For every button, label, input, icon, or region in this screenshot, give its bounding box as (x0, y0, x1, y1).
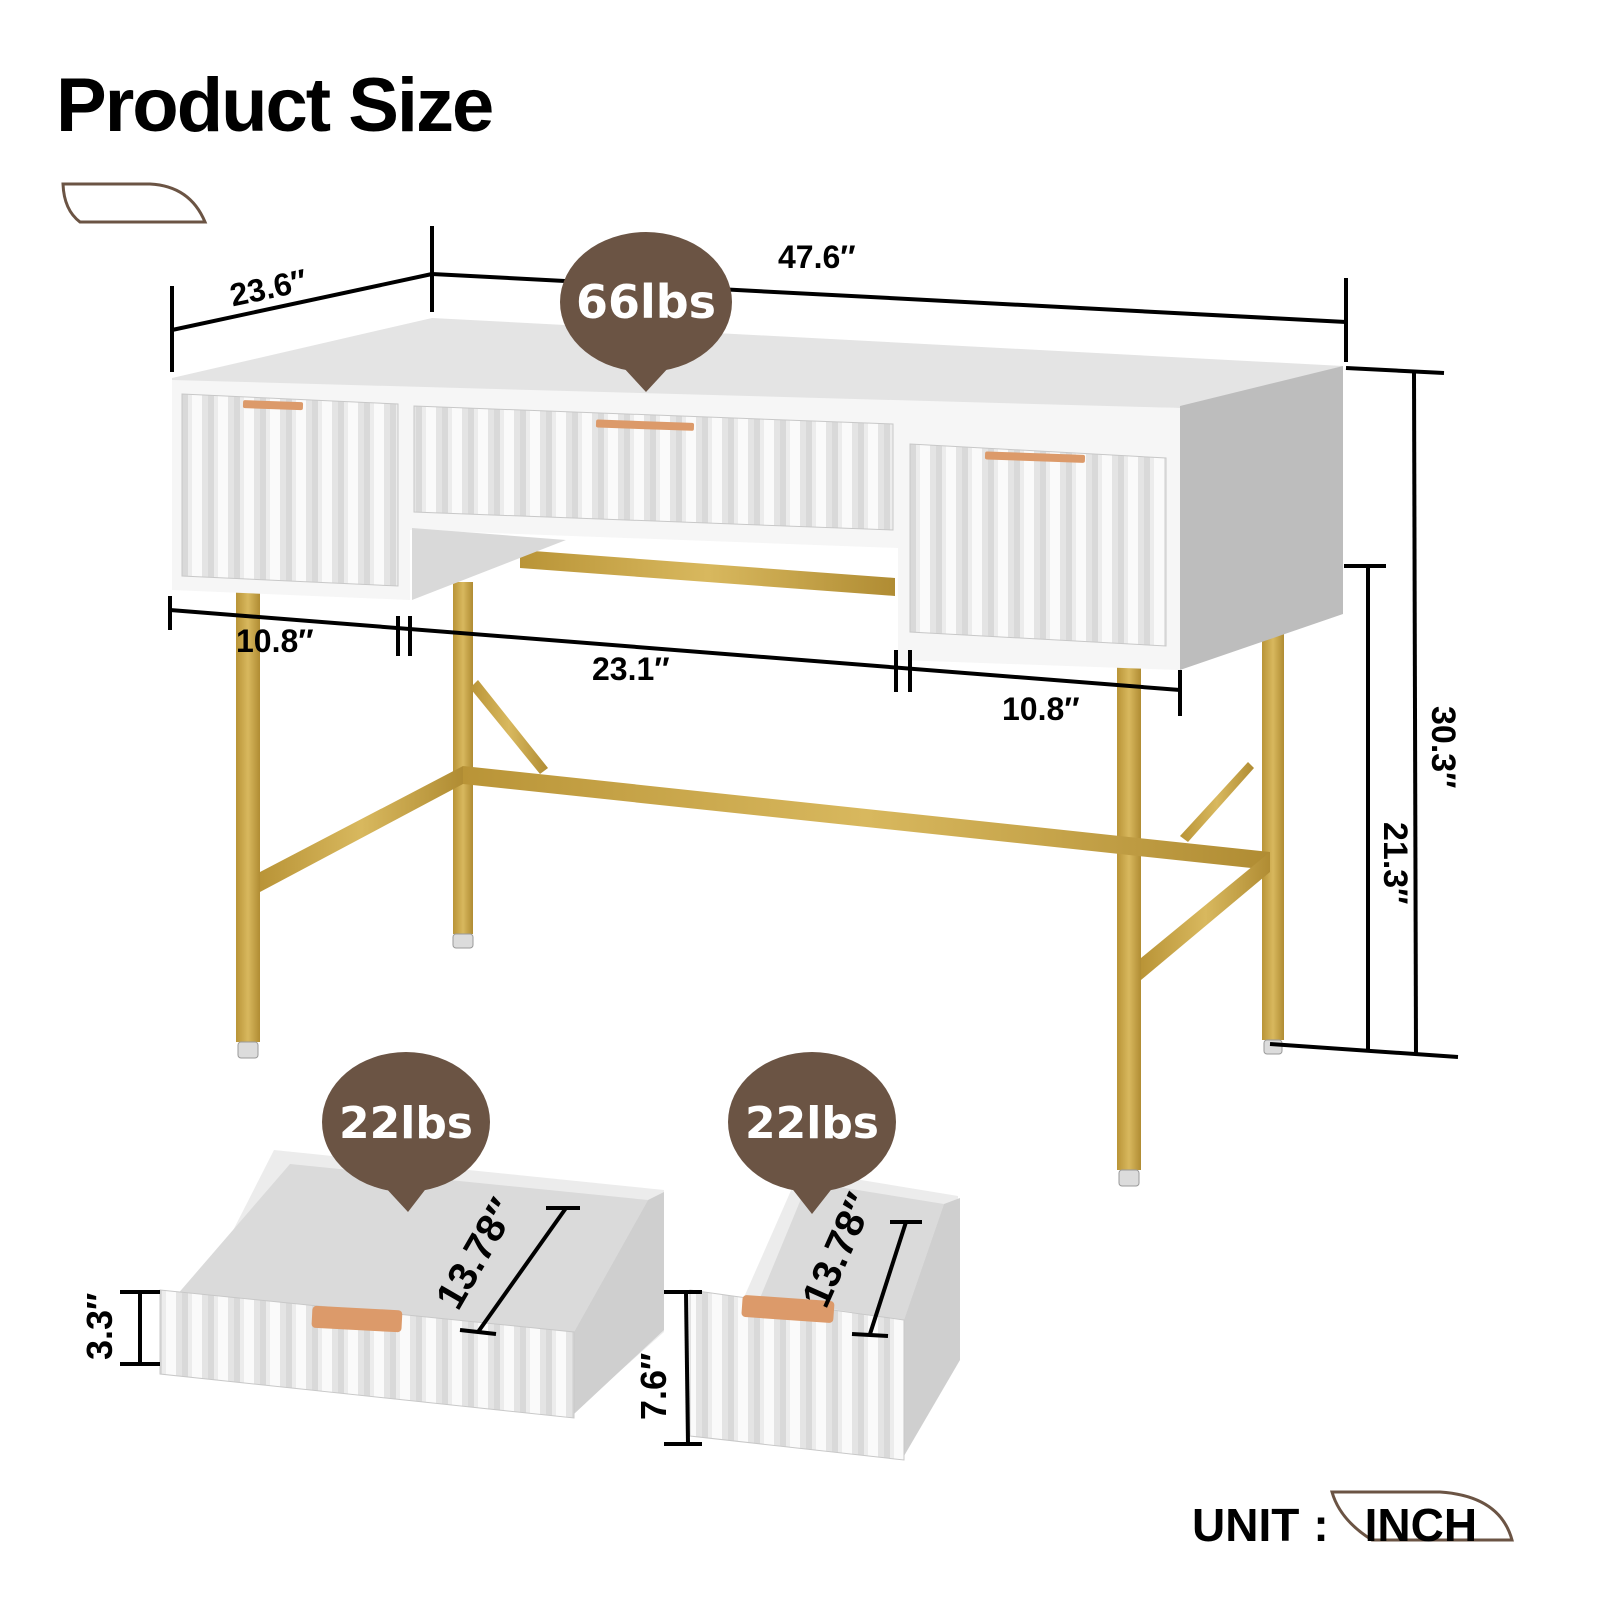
right-drawer-front (909, 443, 1167, 647)
center-drawer-handle (595, 419, 695, 431)
center-drawer-illustration (159, 1150, 664, 1419)
center-drawer-front-fluted (159, 1289, 575, 1419)
desk-weight-badge: 66lbs (560, 232, 732, 392)
unit-separator: : (1313, 1499, 1329, 1551)
desktop-top (172, 318, 1343, 408)
desk-total-height-label: 30.3″ (1424, 706, 1462, 788)
center-drawer-open-handle (311, 1305, 403, 1333)
unit-value: INCH (1364, 1499, 1478, 1551)
center-drawer-height-label: 3.3″ (79, 1293, 120, 1360)
desk-illustration (172, 318, 1343, 1187)
gold-frame (236, 550, 1284, 1170)
left-drawer-width-label: 10.8″ (236, 623, 314, 659)
side-drawer-weight-text: 22lbs (745, 1098, 879, 1149)
left-drawer-handle (242, 400, 304, 411)
side-drawer-height-label: 7.6″ (633, 1353, 674, 1420)
side-drawer-weight-badge: 22lbs (728, 1052, 896, 1214)
unit-label: UNIT (1192, 1499, 1300, 1551)
center-drawer-weight-text: 22lbs (339, 1098, 473, 1149)
side-drawer-dimension-lines (664, 1220, 922, 1446)
left-drawer-front (181, 393, 399, 587)
side-drawer-illustration (689, 1170, 960, 1461)
desk-side-panel (1180, 366, 1343, 670)
desk-clearance-height-label: 21.3″ (1376, 822, 1414, 904)
center-drawer-front (413, 405, 894, 531)
page-title: Product Size (56, 63, 494, 148)
center-drawer-weight-badge: 22lbs (322, 1052, 490, 1212)
leveling-feet (237, 933, 1283, 1187)
center-drawer-dimension-lines (120, 1206, 580, 1366)
right-drawer-width-label: 10.8″ (1002, 691, 1080, 727)
knee-space (412, 528, 566, 600)
desk-weight-text: 66lbs (576, 275, 716, 329)
desk-depth-label: 23.6″ (227, 262, 310, 313)
right-drawer-handle (984, 451, 1086, 463)
desk-width-label: 47.6″ (778, 239, 856, 275)
middle-opening-width-label: 23.1″ (592, 651, 670, 687)
unit-indicator: UNIT : INCH (1192, 1498, 1483, 1552)
side-drawer-open-handle (741, 1295, 835, 1323)
title-decor-shape (61, 182, 208, 224)
unit-decor-shape (1330, 1490, 1514, 1542)
